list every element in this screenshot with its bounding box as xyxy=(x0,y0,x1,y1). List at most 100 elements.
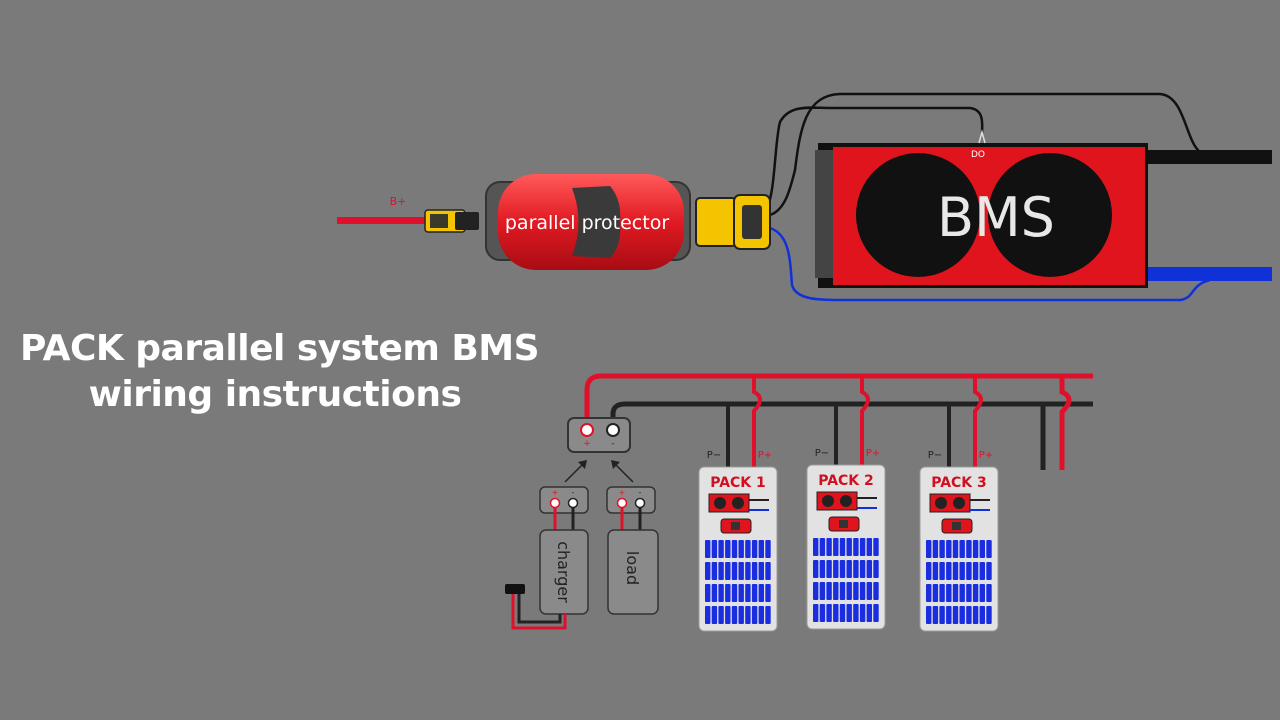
battery-cell xyxy=(745,562,751,580)
charger-minus: - xyxy=(572,488,575,497)
battery-cell xyxy=(826,560,832,578)
pack-mini-protector-window xyxy=(839,520,848,528)
battery-cell xyxy=(966,606,972,624)
battery-cell xyxy=(866,604,872,622)
page-title: PACK parallel system BMS wiring instruct… xyxy=(20,326,540,418)
battery-cell xyxy=(751,540,758,558)
battery-cell xyxy=(939,606,945,624)
pack-p-plus-label: P+ xyxy=(758,450,772,461)
bplus-wire xyxy=(337,217,432,224)
bplus-label: B+ xyxy=(390,195,407,208)
pack-cells xyxy=(926,540,992,624)
junction-box xyxy=(567,417,631,453)
bms-label: BMS xyxy=(937,186,1055,249)
charger-label: charger xyxy=(554,541,573,603)
pack-mini-fan-right xyxy=(953,497,965,509)
battery-cell xyxy=(819,560,826,578)
battery-cell xyxy=(813,560,819,578)
junction-minus: - xyxy=(611,439,614,449)
battery-cell xyxy=(986,562,992,580)
battery-cell xyxy=(853,560,859,578)
pack-label: PACK 2 xyxy=(818,473,874,489)
pack-label: PACK 1 xyxy=(710,475,766,491)
battery-cell xyxy=(725,562,731,580)
arrow-charger-head xyxy=(578,460,587,469)
battery-cell xyxy=(745,606,751,624)
load-minus: - xyxy=(639,488,642,497)
battery-cell xyxy=(765,562,771,580)
battery-cell xyxy=(833,604,839,622)
battery-cell xyxy=(939,562,945,580)
battery-cell xyxy=(873,560,879,578)
pack-p-plus-label: P+ xyxy=(866,448,880,459)
battery-cell xyxy=(979,606,985,624)
battery-cell xyxy=(839,604,846,622)
pack-1: P−P+PACK 1 xyxy=(698,376,778,632)
battery-cell xyxy=(952,540,959,558)
battery-cell xyxy=(932,562,939,580)
battery-cell xyxy=(926,562,932,580)
battery-cell xyxy=(826,538,832,556)
load xyxy=(606,486,659,615)
battery-cell xyxy=(972,562,979,580)
battery-cell xyxy=(705,562,711,580)
battery-cell xyxy=(966,562,972,580)
packs: P−P+PACK 1P−P+PACK 2P−P+PACK 3 xyxy=(698,376,999,632)
pack-2: P−P+PACK 2 xyxy=(806,376,886,630)
bottom-diagram: + - + - charger + xyxy=(505,373,1093,632)
battery-cell xyxy=(926,606,932,624)
battery-cell xyxy=(932,606,939,624)
battery-cell xyxy=(765,540,771,558)
battery-cell xyxy=(946,562,952,580)
parallel-protector xyxy=(485,174,691,270)
battery-cell xyxy=(758,562,764,580)
title-line-2: wiring instructions xyxy=(88,374,462,415)
battery-cell xyxy=(718,540,724,558)
battery-cell xyxy=(758,584,764,602)
small-connector xyxy=(424,209,479,233)
pack-mini-protector-window xyxy=(952,522,961,530)
battery-cell xyxy=(946,606,952,624)
bms-blue-cable xyxy=(1148,267,1272,281)
battery-cell xyxy=(926,540,932,558)
battery-cell xyxy=(765,584,771,602)
pack-cells xyxy=(813,538,879,622)
pack-mini-protector-window xyxy=(731,522,740,530)
battery-cell xyxy=(738,540,744,558)
pack-mini-fan-right xyxy=(732,497,744,509)
do-wire xyxy=(766,106,984,206)
protector-label: parallel protector xyxy=(505,212,669,234)
pack-mini-fan-left xyxy=(714,497,726,509)
pack-positive-wire xyxy=(973,376,983,467)
title-line-1: PACK parallel system BMS xyxy=(20,328,540,369)
battery-cell xyxy=(859,560,866,578)
battery-cell xyxy=(972,606,979,624)
battery-cell xyxy=(819,604,826,622)
battery-cell xyxy=(833,582,839,600)
battery-cell xyxy=(853,582,859,600)
battery-cell xyxy=(758,606,764,624)
battery-cell xyxy=(813,604,819,622)
battery-cell xyxy=(952,562,959,580)
battery-cell xyxy=(751,606,758,624)
junction-plus: + xyxy=(583,439,591,449)
battery-cell xyxy=(846,582,852,600)
battery-cell xyxy=(959,606,965,624)
load-label: load xyxy=(623,551,642,585)
battery-cell xyxy=(711,562,718,580)
battery-cell xyxy=(718,606,724,624)
battery-cell xyxy=(718,562,724,580)
pack-cells xyxy=(705,540,771,624)
battery-cell xyxy=(972,584,979,602)
battery-cell xyxy=(826,582,832,600)
battery-cell xyxy=(725,606,731,624)
battery-cell xyxy=(966,584,972,602)
arrow-load-head xyxy=(611,460,620,469)
battery-cell xyxy=(711,584,718,602)
battery-cell xyxy=(819,538,826,556)
battery-cell xyxy=(866,560,872,578)
pack-label: PACK 3 xyxy=(931,475,987,491)
do-label: DO xyxy=(971,150,985,160)
top-diagram: B+ parallel protector BMS xyxy=(337,92,1272,302)
battery-cell xyxy=(839,560,846,578)
